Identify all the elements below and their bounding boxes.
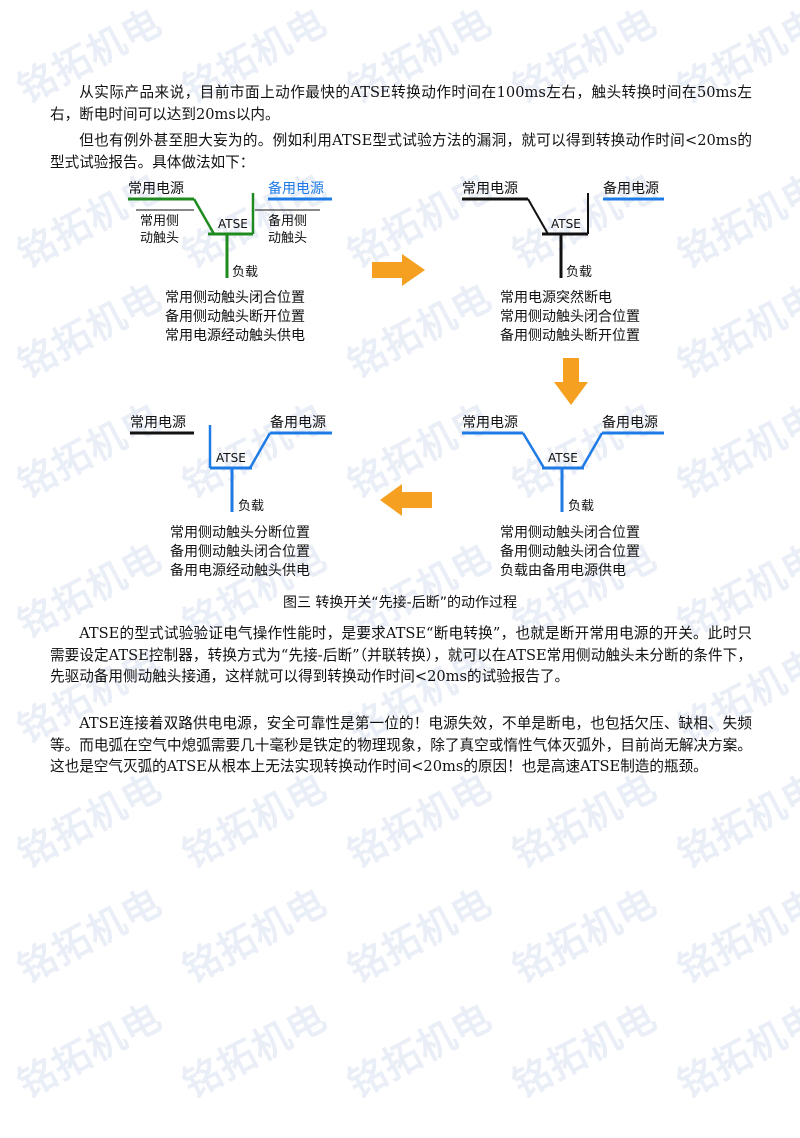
load-label: 负载 bbox=[238, 499, 264, 514]
step-line: 备用侧动触头闭合位置 bbox=[170, 544, 310, 560]
normal-contact bbox=[192, 198, 216, 235]
step-line: 备用侧动触头闭合位置 bbox=[500, 544, 640, 560]
normal-source-label: 常用电源 bbox=[462, 181, 518, 197]
normal-source-label: 常用电源 bbox=[130, 415, 186, 431]
step-4-description: 常用侧动触头分断位置 备用侧动触头闭合位置 备用电源经动触头供电 bbox=[170, 524, 310, 581]
step-line: 常用电源突然断电 bbox=[500, 290, 612, 306]
backup-contact bbox=[580, 432, 604, 469]
backup-source-label: 备用电源 bbox=[603, 180, 659, 197]
normal-contact-label: 常用侧 bbox=[140, 214, 179, 229]
step-3-description: 常用侧动触头闭合位置 备用侧动触头闭合位置 负载由备用电源供电 bbox=[500, 524, 640, 581]
atse-label: ATSE bbox=[548, 451, 578, 465]
step-line: 常用侧动触头闭合位置 bbox=[500, 525, 640, 541]
panel-3: 常用电源 备用电源 ATSE 负载 bbox=[462, 414, 664, 514]
step-line: 备用侧动触头断开位置 bbox=[500, 328, 640, 344]
step-line: 备用电源经动触头供电 bbox=[170, 563, 310, 579]
step-line: 常用侧动触头分断位置 bbox=[170, 525, 310, 541]
panel-4: 常用电源 备用电源 ATSE 负载 bbox=[130, 414, 332, 514]
paragraph-test-method: ATSE的型式试验验证电气操作性能时，是要求ATSE“断电转换”，也就是断开常用… bbox=[50, 625, 752, 685]
backup-contact-label: 备用侧 bbox=[268, 213, 307, 229]
normal-source-label: 常用电源 bbox=[128, 181, 184, 197]
arrow-right-icon bbox=[372, 254, 425, 286]
paragraph-exception: 但也有例外甚至胆大妄为的。例如利用ATSE型式试验方法的漏洞，就可以得到转换动作… bbox=[50, 132, 752, 171]
normal-source-label: 常用电源 bbox=[462, 415, 518, 431]
backup-source-label: 备用电源 bbox=[270, 414, 326, 431]
load-label: 负载 bbox=[566, 265, 592, 280]
paragraph-safety: ATSE连接着双路供电电源，安全可靠性是第一位的！电源失效，不单是断电，也包括欠… bbox=[50, 715, 752, 775]
backup-source-label: 备用电源 bbox=[268, 180, 324, 197]
step-1-description: 常用侧动触头闭合位置 备用侧动触头断开位置 常用电源经动触头供电 bbox=[165, 289, 305, 346]
normal-contact bbox=[521, 432, 546, 469]
arrow-down-icon bbox=[554, 358, 588, 405]
normal-contact bbox=[527, 198, 549, 235]
backup-contact-label: 动触头 bbox=[268, 231, 307, 246]
switchover-diagram: 常用电源 备用电源 常用侧 动触头 备用侧 动触头 ATSE 负载 常用电源 备… bbox=[128, 180, 664, 516]
backup-source-label: 备用电源 bbox=[602, 414, 658, 431]
load-label: 负载 bbox=[232, 265, 258, 280]
step-line: 备用侧动触头断开位置 bbox=[165, 309, 305, 325]
paragraph-intro: 从实际产品来说，目前市面上动作最快的ATSE转换动作时间在100ms左右，触头转… bbox=[50, 84, 752, 123]
panel-2: 常用电源 备用电源 ATSE 负载 bbox=[462, 180, 664, 280]
step-2-description: 常用电源突然断电 常用侧动触头闭合位置 备用侧动触头断开位置 bbox=[500, 289, 640, 346]
normal-contact-label: 动触头 bbox=[140, 231, 179, 246]
backup-contact bbox=[248, 432, 272, 469]
arrow-left-icon bbox=[380, 484, 432, 516]
step-line: 负载由备用电源供电 bbox=[500, 563, 626, 579]
atse-label: ATSE bbox=[216, 451, 246, 465]
atse-label: ATSE bbox=[218, 217, 248, 231]
atse-label: ATSE bbox=[551, 217, 581, 231]
step-line: 常用电源经动触头供电 bbox=[165, 328, 305, 344]
figure-caption: 图三 转换开关“先接-后断”的动作过程 bbox=[282, 595, 517, 611]
load-label: 负载 bbox=[568, 499, 594, 514]
step-line: 常用侧动触头闭合位置 bbox=[165, 290, 305, 306]
panel-1: 常用电源 备用电源 常用侧 动触头 备用侧 动触头 ATSE 负载 bbox=[128, 180, 332, 280]
step-line: 常用侧动触头闭合位置 bbox=[500, 309, 640, 325]
